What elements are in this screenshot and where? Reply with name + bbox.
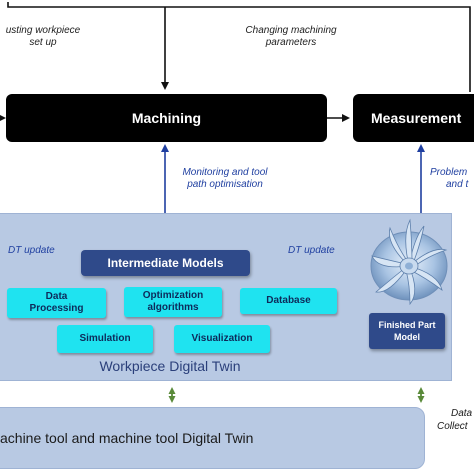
monitoring-label: Monitoring and tool path optimisation (182, 167, 268, 190)
problem-label: Problem and t (430, 167, 469, 190)
machining-box: Machining (6, 94, 327, 142)
data-collection-label: Data Collect (437, 408, 473, 432)
database-box: Database (240, 288, 337, 314)
machine-tool-title: achine tool and machine tool Digital Twi… (0, 430, 254, 446)
adjusting-setup-label: usting workpiece set up (5, 25, 81, 48)
machine-tool-panel (0, 407, 425, 469)
simulation-box: Simulation (57, 325, 153, 353)
changing-parameters-label: Changing machining parameters (245, 25, 337, 48)
intermediate-models-label: Intermediate Models (107, 256, 224, 270)
data-processing-box: Data Processing (7, 288, 106, 318)
workpiece-twin-panel (0, 213, 452, 381)
visualization-box: Visualization (174, 325, 270, 353)
machining-label: Machining (131, 110, 202, 126)
workpiece-twin-title: Workpiece Digital Twin (99, 358, 241, 374)
optimization-algorithms-box: Optimization algorithms (124, 287, 222, 317)
dt-update-left-label: DT update (8, 245, 55, 256)
impeller-part-image (370, 218, 448, 306)
dt-update-right-label: DT update (288, 245, 335, 256)
measurement-box: Measurement (353, 94, 474, 142)
measurement-label: Measurement (371, 110, 462, 126)
intermediate-models-box: Intermediate Models (81, 250, 250, 276)
finished-part-model-box: Finished Part Model (369, 313, 445, 349)
